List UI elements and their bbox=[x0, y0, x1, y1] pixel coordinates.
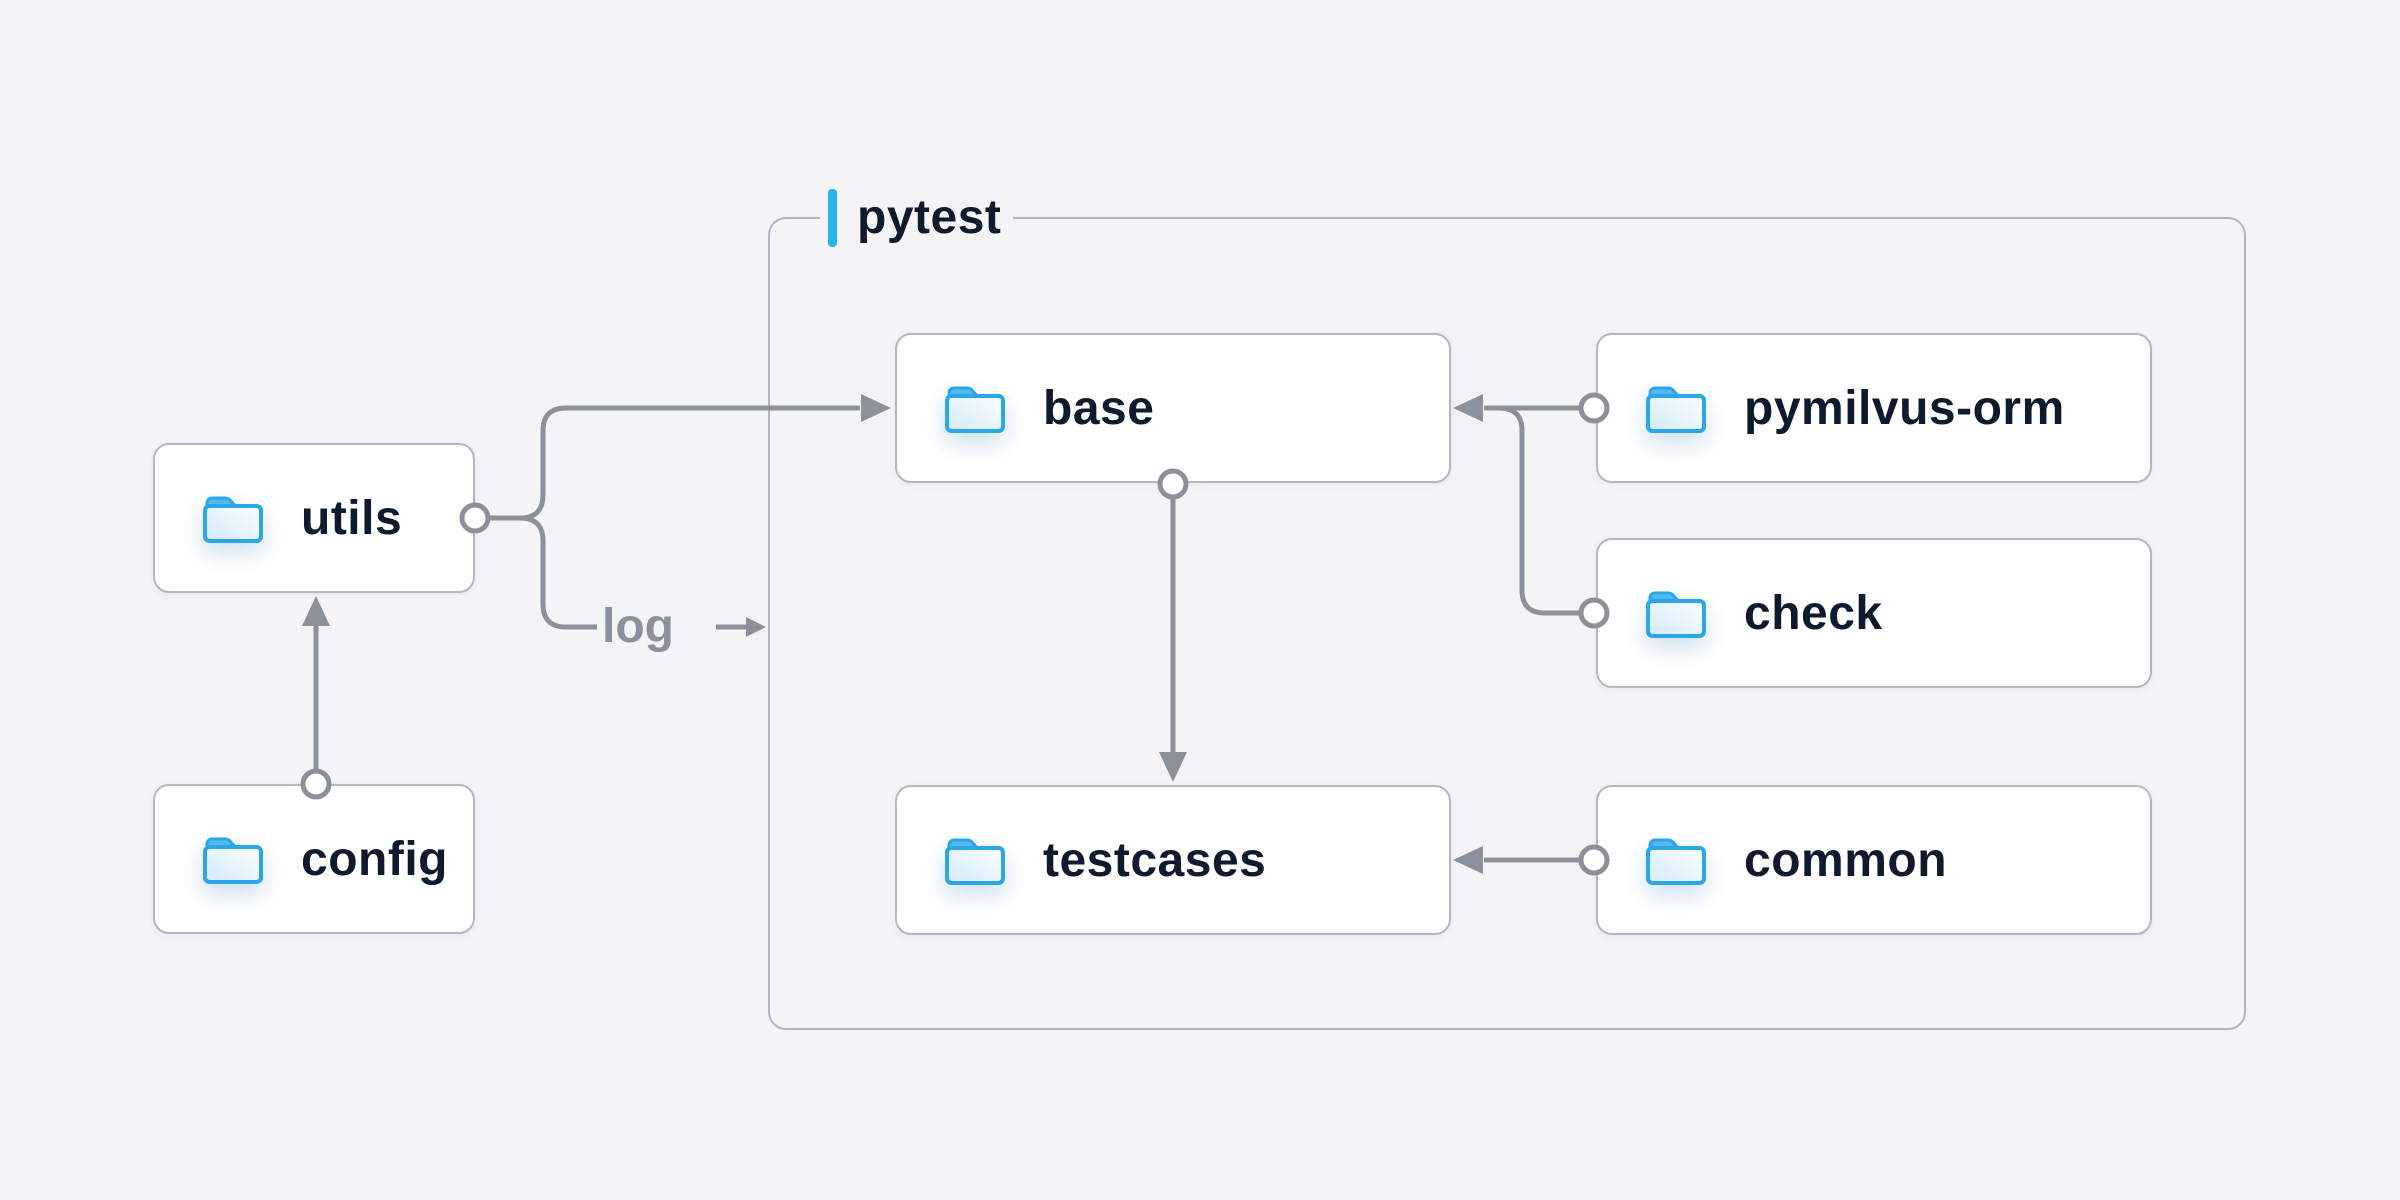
node-label: config bbox=[301, 832, 448, 886]
node-label: base bbox=[1043, 381, 1155, 435]
node-label: testcases bbox=[1043, 833, 1267, 887]
folder-icon bbox=[1644, 833, 1708, 887]
node-utils[interactable]: utils bbox=[153, 443, 475, 593]
arrowhead-into-utils bbox=[302, 596, 330, 626]
folder-icon bbox=[201, 832, 265, 886]
node-check[interactable]: check bbox=[1596, 538, 2152, 688]
log-arrow-head bbox=[746, 617, 766, 637]
node-label: utils bbox=[301, 491, 403, 545]
accent-bar bbox=[828, 189, 837, 247]
edge-label-log: log bbox=[602, 600, 674, 653]
node-pymilvus-orm[interactable]: pymilvus-orm bbox=[1596, 333, 2152, 483]
node-config[interactable]: config bbox=[153, 784, 475, 934]
pytest-group: pytest bbox=[768, 187, 2246, 1030]
folder-icon bbox=[1644, 381, 1708, 435]
node-common[interactable]: common bbox=[1596, 785, 2152, 935]
node-label: check bbox=[1744, 586, 1883, 640]
pytest-group-label: pytest bbox=[820, 187, 1014, 249]
group-title: pytest bbox=[857, 191, 1002, 244]
node-label: pymilvus-orm bbox=[1744, 381, 2065, 435]
folder-icon bbox=[201, 491, 265, 545]
node-testcases[interactable]: testcases bbox=[895, 785, 1451, 935]
edge-utils-log bbox=[519, 515, 597, 630]
folder-icon bbox=[1644, 586, 1708, 640]
node-base[interactable]: base bbox=[895, 333, 1451, 483]
folder-icon bbox=[943, 381, 1007, 435]
node-label: common bbox=[1744, 833, 1948, 887]
folder-icon bbox=[943, 833, 1007, 887]
